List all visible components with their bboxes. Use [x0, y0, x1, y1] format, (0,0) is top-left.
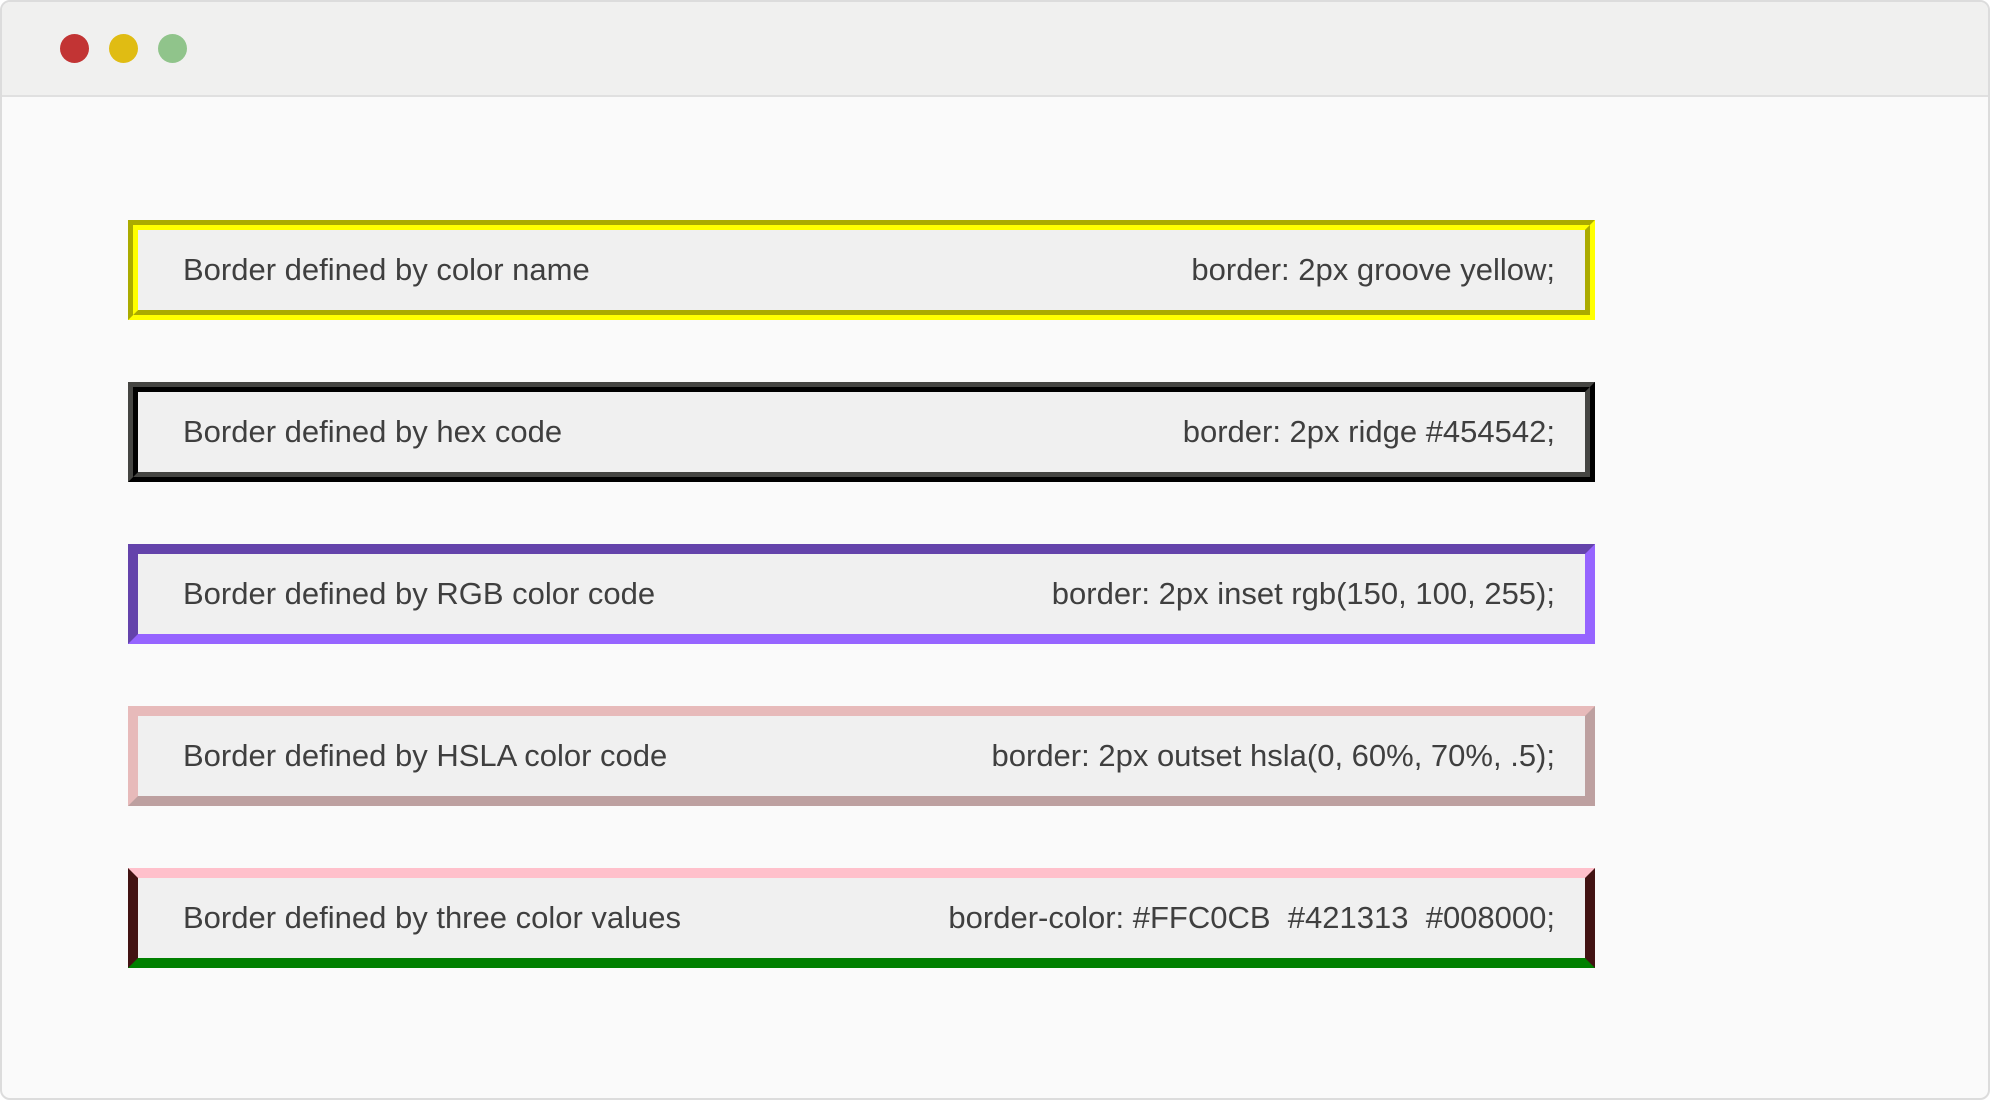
demo-css-code: border-color: #FFC0CB #421313 #008000;	[948, 900, 1555, 935]
demo-css-code: border: 2px ridge #454542;	[1182, 414, 1555, 449]
demo-label: Border defined by three color values	[183, 900, 682, 935]
demo-css-code: border: 2px groove yellow;	[1191, 252, 1555, 287]
demo-label: Border defined by hex code	[183, 414, 563, 449]
demo-css-code: border: 2px outset hsla(0, 60%, 70%, .5)…	[991, 738, 1555, 773]
window-titlebar	[2, 2, 1988, 97]
border-demo-three-values: Border defined by three color values bor…	[128, 868, 1595, 968]
minimize-icon[interactable]	[109, 34, 138, 63]
close-icon[interactable]	[60, 34, 89, 63]
border-demo-hex-code: Border defined by hex code border: 2px r…	[128, 382, 1595, 482]
demo-css-code: border: 2px inset rgb(150, 100, 255);	[1051, 576, 1555, 611]
demo-label: Border defined by color name	[183, 252, 590, 287]
border-demo-rgb-code: Border defined by RGB color code border:…	[128, 544, 1595, 644]
demo-label: Border defined by RGB color code	[183, 576, 656, 611]
border-demo-color-name: Border defined by color name border: 2px…	[128, 220, 1595, 320]
border-demo-hsla-code: Border defined by HSLA color code border…	[128, 706, 1595, 806]
page-content: Border defined by color name border: 2px…	[2, 97, 1988, 968]
maximize-icon[interactable]	[158, 34, 187, 63]
demo-label: Border defined by HSLA color code	[183, 738, 668, 773]
